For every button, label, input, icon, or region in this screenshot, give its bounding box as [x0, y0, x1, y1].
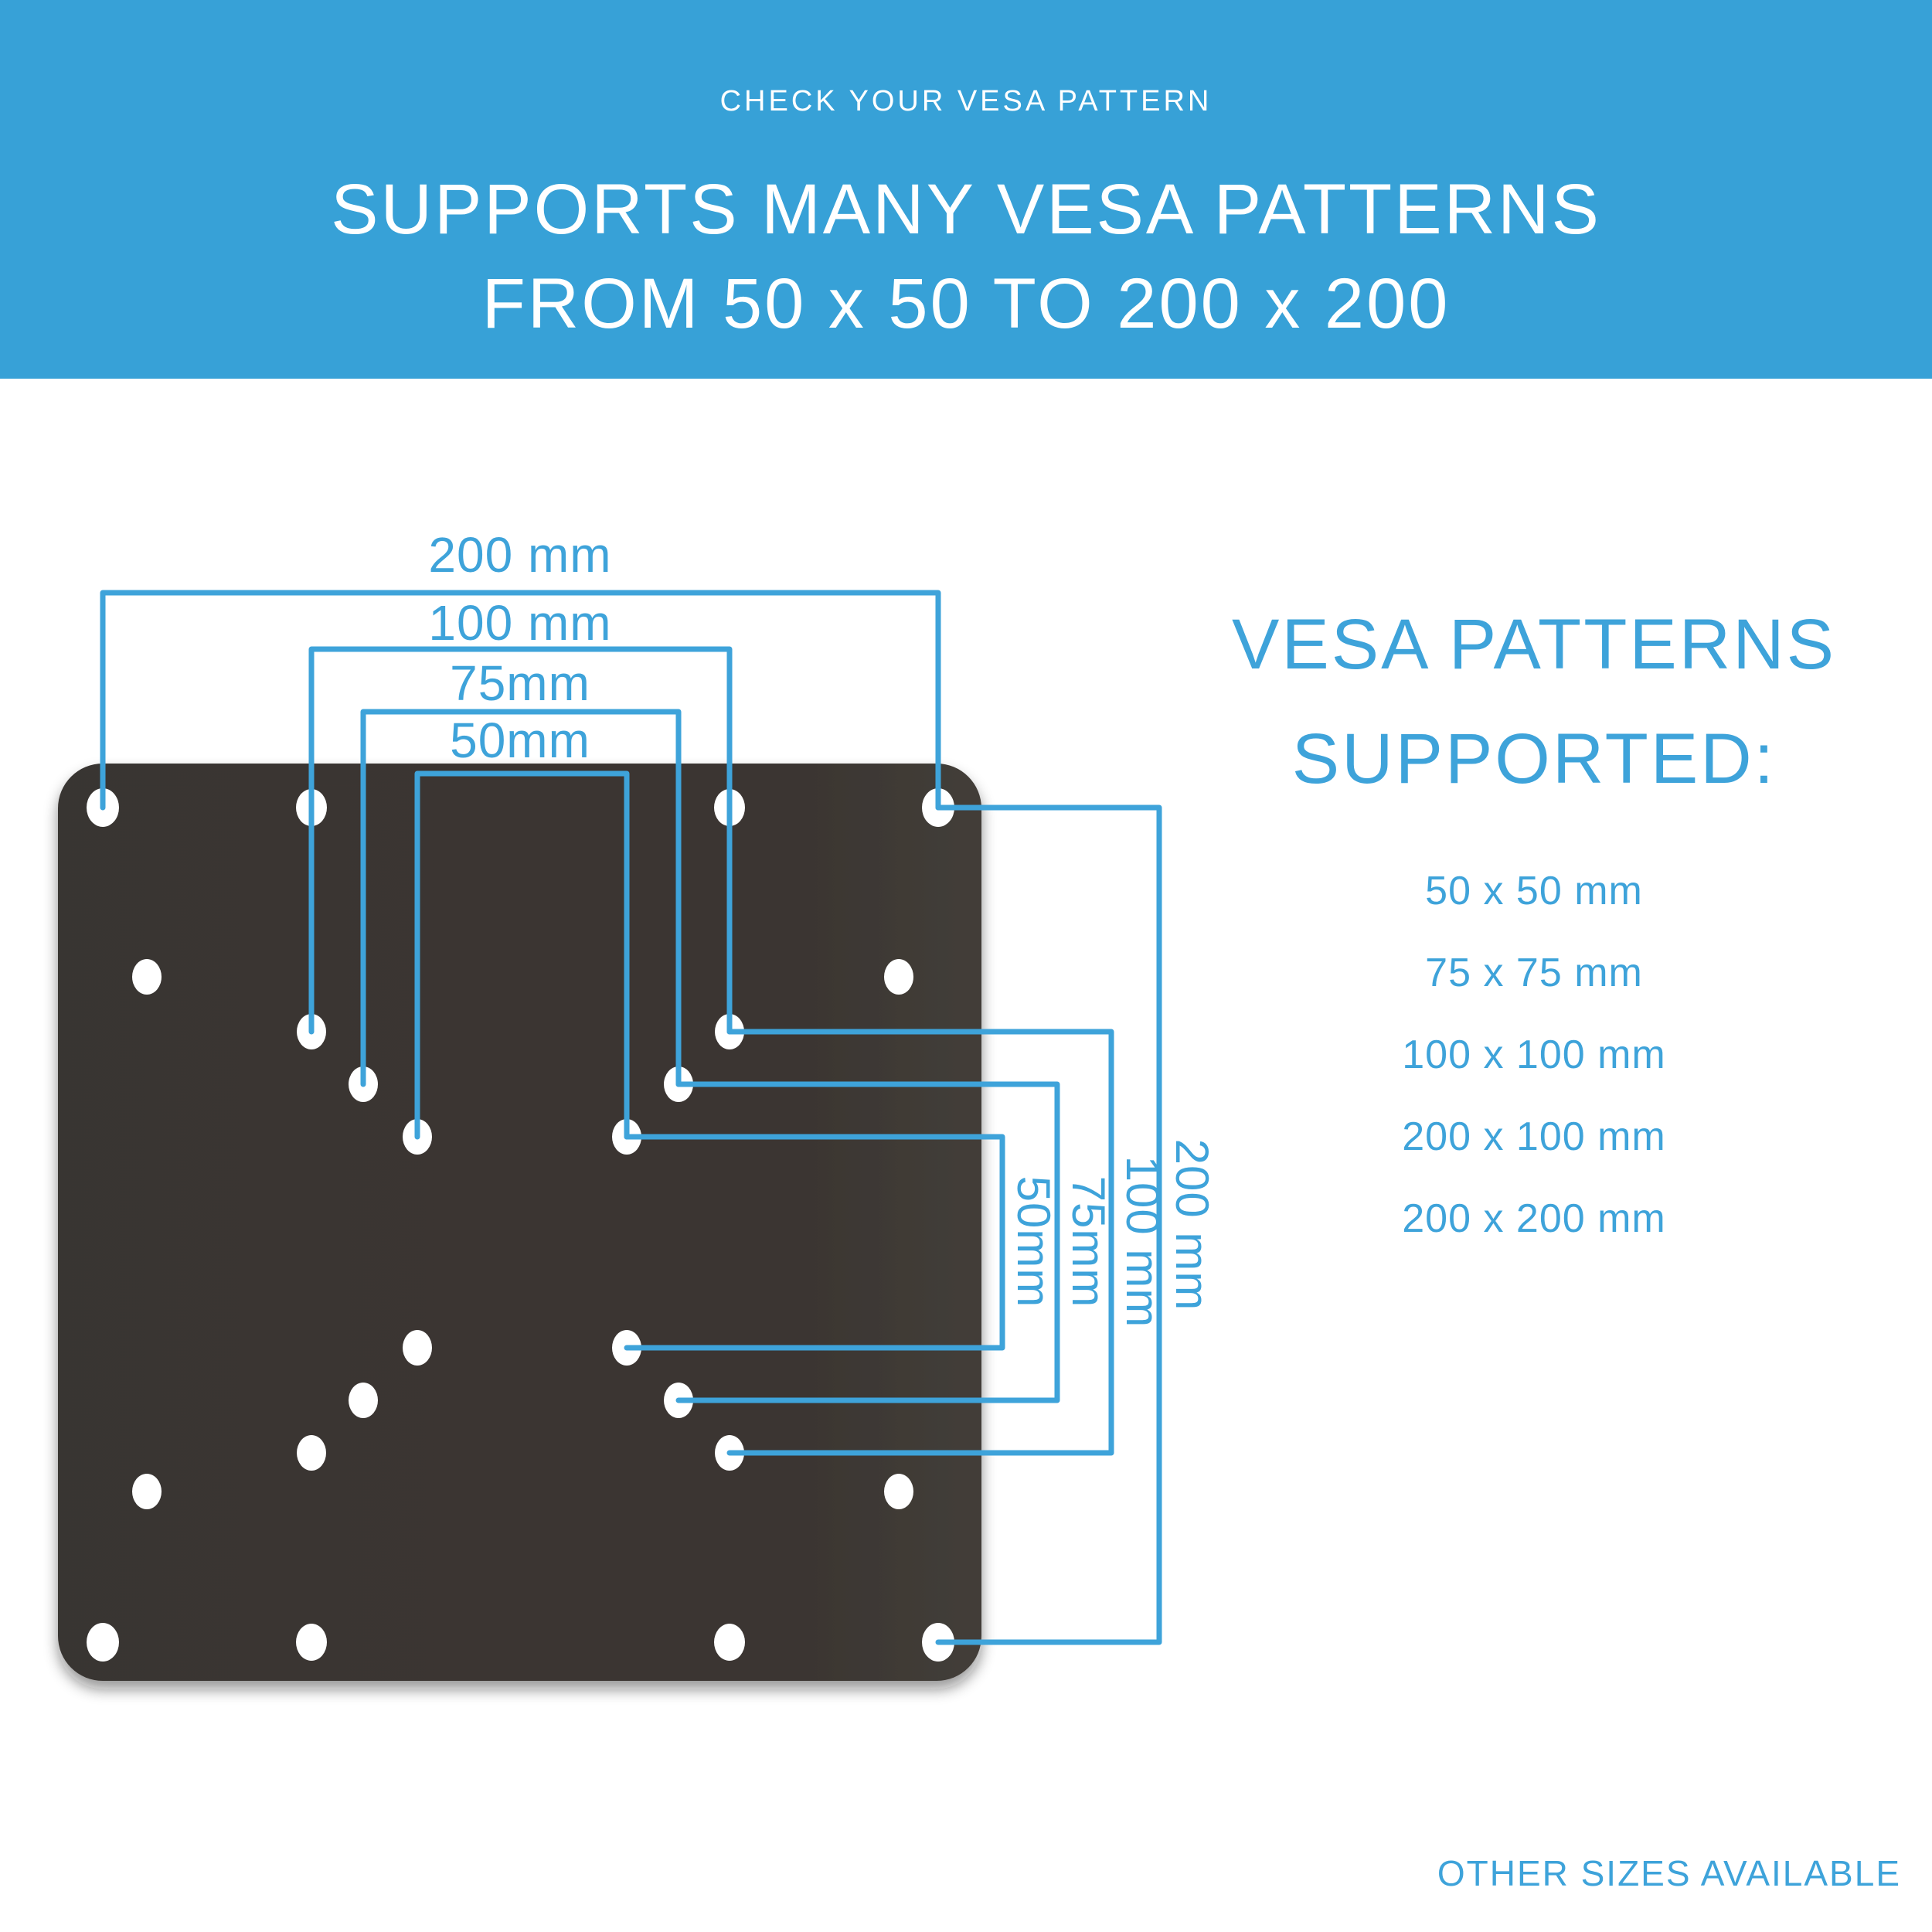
vesa-patterns-heading-line-1: VESA PATTERNS [1231, 605, 1836, 684]
dim-label-75-top: 75mm [450, 655, 590, 711]
header-banner: CHECK YOUR VESA PATTERN SUPPORTS MANY VE… [0, 0, 1932, 379]
dim-label-50-right: 50mm [1008, 1176, 1060, 1308]
mount-hole [884, 1474, 913, 1509]
pattern-item: 75 x 75 mm [1425, 951, 1643, 995]
mount-hole [714, 1624, 745, 1661]
mount-hole [87, 1623, 119, 1662]
dim-bracket-100-right [726, 1029, 1114, 1456]
dim-label-100-right: 100 mm [1117, 1156, 1168, 1328]
dim-bracket-75-right [675, 1081, 1060, 1403]
vesa-patterns-heading-line-2: SUPPORTED: [1291, 719, 1777, 798]
dim-label-50-top: 50mm [450, 713, 590, 768]
adapter-plate [58, 764, 981, 1681]
mount-hole [132, 1474, 162, 1509]
pattern-list: 50 x 50 mm 75 x 75 mm 100 x 100 mm 200 x… [1182, 850, 1886, 1260]
dim-bracket-200-right [935, 804, 1162, 1645]
mount-hole [296, 1624, 327, 1661]
pattern-item: 100 x 100 mm [1402, 1032, 1666, 1077]
mount-hole [884, 959, 913, 995]
dim-label-200-top: 200 mm [428, 527, 611, 583]
dim-bracket-200-top [100, 590, 941, 811]
pattern-item: 200 x 200 mm [1402, 1196, 1666, 1241]
banner-title: SUPPORTS MANY VESA PATTERNS FROM 50 x 50… [0, 162, 1932, 351]
right-dimension-brackets [624, 804, 1162, 1645]
pattern-item: 50 x 50 mm [1425, 869, 1643, 913]
mount-hole [132, 959, 162, 995]
dim-bracket-75-top [360, 709, 682, 1087]
dim-label-75-right: 75mm [1063, 1176, 1114, 1308]
mount-hole [349, 1383, 378, 1418]
vesa-patterns-heading: VESA PATTERNS SUPPORTED: [1182, 587, 1886, 816]
banner-title-line-2: FROM 50 x 50 TO 200 x 200 [481, 264, 1451, 343]
top-dimension-brackets [100, 590, 941, 1140]
mount-hole [403, 1330, 432, 1366]
top-dimension-labels: 200 mm 100 mm 75mm 50mm [428, 527, 611, 768]
banner-title-line-1: SUPPORTS MANY VESA PATTERNS [331, 170, 1601, 249]
mount-hole [297, 1435, 326, 1471]
dim-label-100-top: 100 mm [428, 595, 611, 651]
dim-label-200-right: 200 mm [1166, 1139, 1218, 1311]
dim-bracket-50-right [624, 1134, 1005, 1351]
dim-bracket-100-top [308, 646, 733, 1035]
eyebrow-text: CHECK YOUR VESA PATTERN [719, 85, 1213, 117]
other-sizes-note: OTHER SIZES AVAILABLE [1437, 1853, 1901, 1893]
right-dimension-labels: 50mm 75mm 100 mm 200 mm [1008, 1139, 1218, 1328]
pattern-item: 200 x 100 mm [1402, 1114, 1666, 1159]
dim-bracket-50-top [414, 770, 630, 1140]
